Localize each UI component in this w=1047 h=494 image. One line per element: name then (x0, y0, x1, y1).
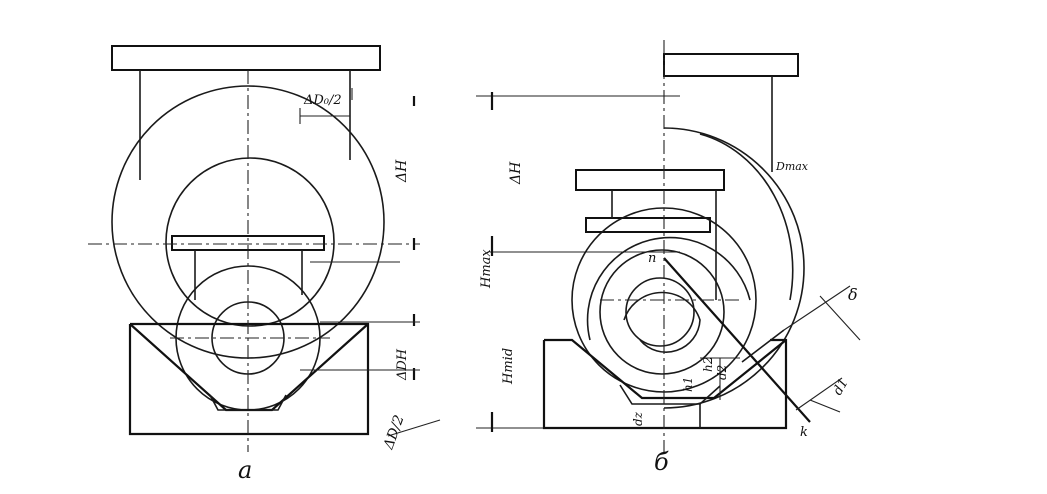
figure-a-groove-bottom (209, 394, 287, 411)
figure-b-k-leader (809, 399, 841, 413)
figure-a-label-dd0-half: ΔD₀/2 (303, 93, 342, 108)
figure-a: ΔD₀/2 ΔH ΔDH ΔD/2 a (88, 45, 441, 484)
figure-a-dim-leader-d (387, 419, 441, 437)
figure-b-label-delta: δ (848, 285, 858, 304)
figure-b-top-flange (663, 53, 799, 77)
figure-a-label-ddh: ΔDH (395, 348, 410, 381)
figure-a-caption: a (238, 456, 252, 484)
figure-a-v-groove (129, 323, 369, 412)
figure-b-outer-arc-2 (699, 133, 794, 301)
figure-b-delta-tick (819, 295, 861, 341)
figure-b-contact-line (741, 329, 785, 363)
figure-b-label-d1: d1 (830, 376, 851, 398)
figure-a-base-block (128, 322, 370, 436)
figure-b-label-hmid: Hmid (501, 348, 516, 385)
figure-b-outer-arc (663, 127, 805, 409)
figure-b-label-k: k (800, 425, 808, 440)
figure-b-base-block (542, 338, 788, 430)
figure-b-v-groove (544, 338, 787, 400)
figure-b: ΔH Hmax Hmid Dma (476, 40, 861, 476)
figure-b-label-dmax: Dmax (775, 160, 809, 173)
figure-b-delta-leader (783, 285, 851, 331)
figure-b-label-h2: h2 (701, 357, 715, 372)
figure-a-label-dh: ΔH (394, 159, 410, 183)
figure-b-d1-line (795, 377, 843, 411)
figure-b-groove-bottom (619, 384, 721, 405)
figure-b-label-dz: dz (631, 411, 645, 426)
figure-b-label-d2: d2 (715, 365, 729, 380)
figure-a-middle-circle (165, 157, 335, 327)
figure-b-mid-plate (575, 169, 725, 191)
figure-b-label-hmax: Hmax (479, 249, 494, 289)
figure-b-label-dh: ΔH (508, 161, 524, 185)
figure-b-oblique-main (663, 257, 811, 423)
figure-b-roll-core (625, 277, 695, 347)
figure-b-inner-spiral (623, 291, 701, 353)
figure-b-roll-circle (599, 249, 725, 375)
figure-b-label-n: n (648, 251, 656, 266)
figure-a-top-flange (111, 45, 381, 71)
figure-b-caption: б (654, 448, 669, 476)
figure-a-label-dd-half: ΔD/2 (380, 413, 407, 452)
figure-b-spiral-arc (586, 236, 751, 341)
figure-b-label-h1: h1 (681, 377, 695, 392)
